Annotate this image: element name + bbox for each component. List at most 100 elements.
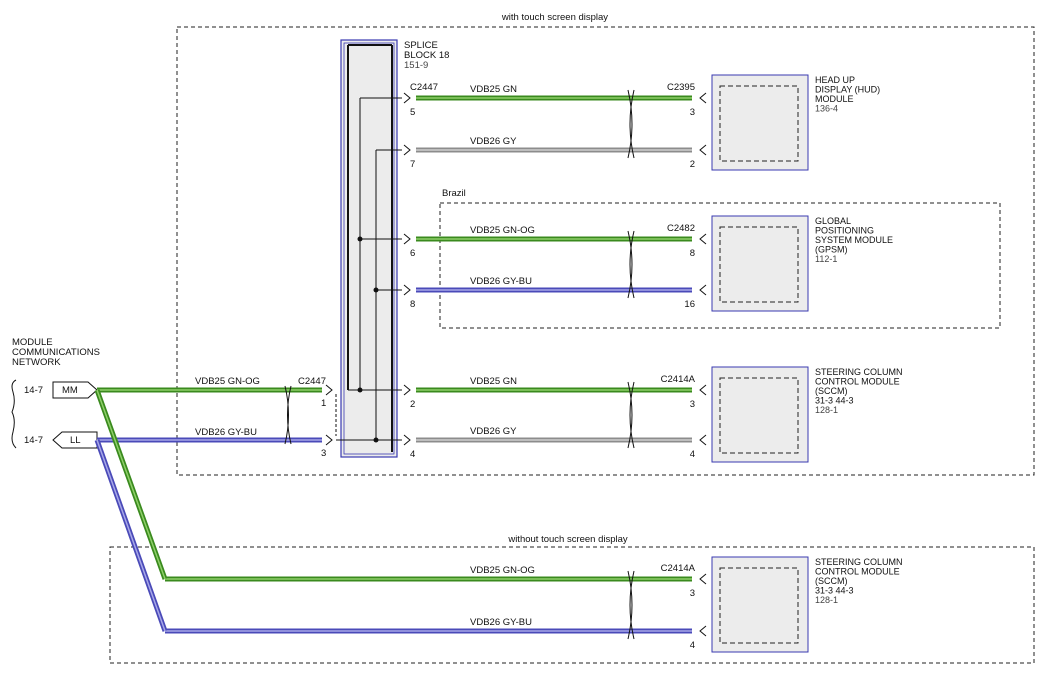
connector-right-3: C2482 (667, 223, 695, 234)
pin-right-6: 4 (690, 449, 695, 460)
with-touch-section (176, 26, 1035, 476)
mm-ref: 14-7 (24, 385, 43, 396)
module-2-line-2: POSITIONING (815, 226, 874, 236)
twisted-pair-1 (627, 89, 635, 159)
wire-label-2: VDB26 GY (470, 136, 517, 147)
pin-left-6: 4 (410, 449, 415, 460)
pin-right-3: 8 (690, 248, 695, 259)
left-connector-c2447: C2447 (298, 376, 326, 387)
splice-block (340, 39, 398, 458)
splice-label-1: SPLICE (404, 40, 438, 51)
pin-right-4: 16 (684, 299, 695, 310)
diagonal-runs (94, 389, 168, 632)
mm-label: MM (62, 385, 78, 396)
ll-label: LL (70, 435, 81, 446)
connector-right-7: C2414A (661, 563, 696, 574)
module-4-line-2: CONTROL MODULE (815, 567, 900, 577)
right-arrow-row-7 (699, 573, 707, 585)
left-twist (284, 385, 292, 445)
left-arrow-row-6 (403, 434, 411, 446)
diagonal-green-highlight (96, 389, 166, 580)
left-arrow-row-5 (403, 384, 411, 396)
twisted-pair-3 (627, 381, 635, 449)
module-2-line-1: GLOBAL (815, 216, 851, 226)
module-1-line-4: 136-4 (815, 104, 838, 114)
right-arrow-row-2 (699, 144, 707, 156)
pin-right-7: 3 (690, 588, 695, 599)
right-arrow-row-5 (699, 384, 707, 396)
pin-left-4: 8 (410, 299, 415, 310)
wire-label-5: VDB25 GN (470, 376, 517, 387)
left-arrow-row-3 (403, 233, 411, 245)
left-arrow-row-1 (403, 92, 411, 104)
module-3-line-3: (SCCM) (815, 386, 848, 396)
mcn-label-3: NETWORK (12, 357, 61, 368)
right-arrow-row-1 (699, 92, 707, 104)
connector-right-1: C2395 (667, 82, 695, 93)
twisted-pair-2 (627, 230, 635, 299)
mcn-label-1: MODULE (12, 337, 53, 348)
brazil-label: Brazil (442, 188, 466, 199)
module-box-4 (711, 556, 809, 653)
pin-left-5: 2 (410, 399, 415, 410)
module-box-1 (711, 74, 809, 171)
connector-left-1: C2447 (410, 82, 438, 93)
module-inner-3 (719, 377, 799, 454)
left-arrow-row-4 (403, 284, 411, 296)
module-1-line-3: MODULE (815, 94, 854, 104)
wire-row-7: VDB25 GN-OGC2414A3HS2 CAN + (165, 563, 779, 599)
mm-connector (52, 381, 98, 399)
mcn-label-2: COMMUNICATIONS (12, 347, 100, 358)
rows-layer: VDB25 GN5C2447C23953HS2 CAN +VDB26 GY72H… (94, 82, 779, 651)
wire-label-6: VDB26 GY (470, 426, 517, 437)
right-arrow-row-4 (699, 284, 707, 296)
module-4-line-4: 31-3 44-3 (815, 586, 854, 596)
module-box-3 (711, 366, 809, 463)
brazil-section (439, 202, 1001, 329)
module-1-line-2: DISPLAY (HUD) (815, 85, 880, 95)
pin-left-3: 6 (410, 248, 415, 259)
left-wire-gy-label: VDB26 GY-BU (195, 427, 257, 438)
module-inner-2 (719, 226, 799, 303)
wire-label-4: VDB26 GY-BU (470, 276, 532, 287)
pin-left-2: 7 (410, 159, 415, 170)
module-2-line-5: 112-1 (815, 254, 837, 264)
without-touch-label: without touch screen display (507, 534, 628, 545)
module-4-line-5: 128-1 (815, 595, 838, 605)
right-arrow-row-3 (699, 233, 707, 245)
connector-right-5: C2414A (661, 374, 696, 385)
right-arrow-row-8 (699, 625, 707, 637)
wire-label-8: VDB26 GY-BU (470, 617, 532, 628)
module-3-line-4: 31-3 44-3 (815, 396, 854, 406)
with-touch-label: with touch screen display (501, 12, 608, 23)
left-wire-gn-label: VDB25 GN-OG (195, 376, 260, 387)
left-arrow-3 (325, 434, 333, 446)
splice-bus-lines (336, 44, 402, 452)
wire-label-7: VDB25 GN-OG (470, 565, 535, 576)
splice-label-3: 151-9 (404, 60, 428, 71)
twisted-pair-4 (627, 570, 635, 640)
pin-right-2: 2 (690, 159, 695, 170)
wire-label-3: VDB25 GN-OG (470, 225, 535, 236)
left-arrow-1 (325, 384, 333, 396)
module-3-line-1: STEERING COLUMN (815, 367, 903, 377)
module-box-2 (711, 215, 809, 312)
module-inner-4 (719, 567, 799, 644)
module-3-line-2: CONTROL MODULE (815, 377, 900, 387)
diagonal-blue-highlight (96, 439, 166, 632)
pin-right-1: 3 (690, 107, 695, 118)
ll-ref: 14-7 (24, 435, 43, 446)
pin-left-1: 5 (410, 107, 415, 118)
right-arrow-row-6 (699, 434, 707, 446)
module-2-line-4: (GPSM) (815, 245, 848, 255)
module-2-line-3: SYSTEM MODULE (815, 235, 893, 245)
module-4-line-3: (SCCM) (815, 576, 848, 586)
mcn-brace (11, 379, 17, 449)
splice-label-2: BLOCK 18 (404, 50, 449, 61)
